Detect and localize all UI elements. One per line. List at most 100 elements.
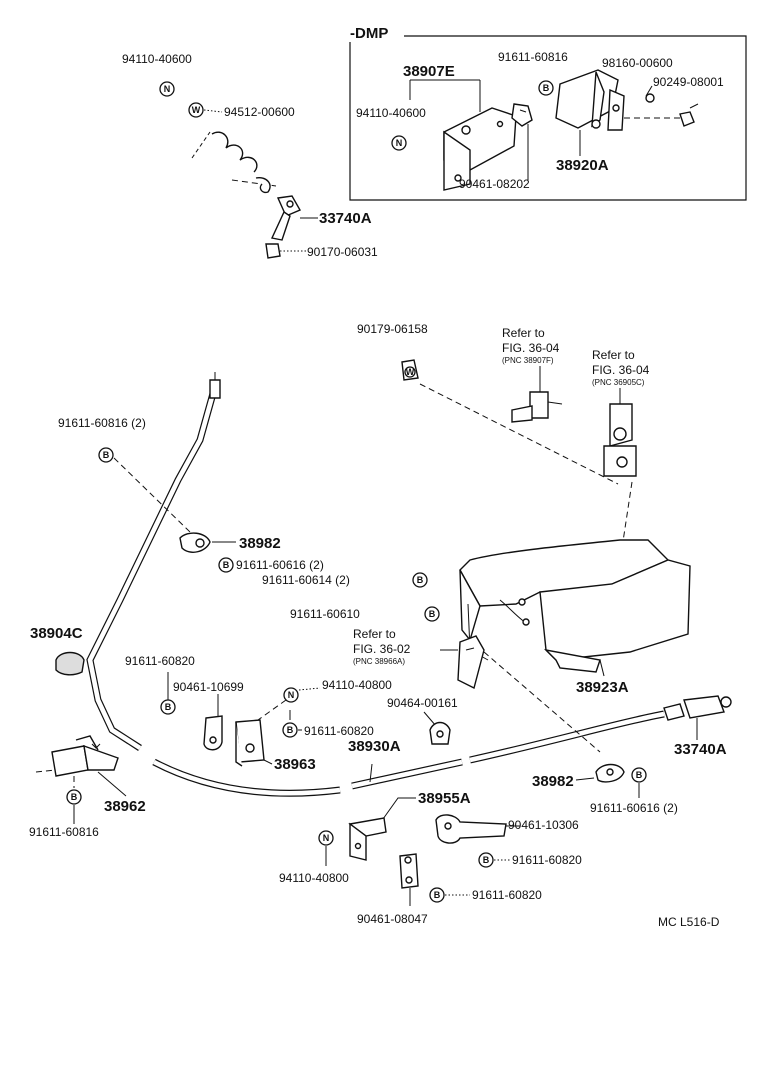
- dmp-leader-38907e: [409, 79, 481, 112]
- label-clip-08047: 90461-08047: [357, 912, 428, 926]
- ref2-line1: Refer to: [592, 348, 635, 362]
- dmp-label-bracket2: 38920A: [556, 157, 609, 174]
- badge-nut-bottom: N: [323, 833, 330, 843]
- nut-badge-icon: [283, 687, 299, 703]
- dmp-label-bolt-c: 90249-08001: [653, 75, 724, 89]
- clip-10306-icon: [435, 814, 507, 844]
- grommet-38904c-icon: [55, 651, 85, 676]
- label-bracket-38955: 38955A: [418, 790, 471, 807]
- label-nut-40800: 94110-40800: [322, 678, 392, 692]
- leader-40800: [298, 687, 321, 691]
- dash-cable-top: [113, 457, 191, 533]
- label-clip-10699: 90461-10699: [173, 680, 244, 694]
- ref2-pnc: (PNC 36905C): [592, 378, 645, 387]
- bolt-badge-icon: [160, 699, 176, 715]
- cable-upper-inner: [87, 389, 217, 750]
- dash-grommet: [419, 383, 619, 485]
- leader-38955: [377, 797, 416, 827]
- label-bolt-bottom-left: 91611-60816: [29, 825, 99, 839]
- tl-label-nut: 94110-40600: [122, 52, 192, 66]
- tl-label-washer: 94512-00600: [224, 105, 295, 119]
- dmp-box-border: [349, 35, 747, 201]
- dmp-label-nut: 98160-00600: [602, 56, 673, 70]
- badge-820-b2: B: [434, 890, 441, 900]
- tl-leader-washer: [203, 109, 223, 113]
- cover-38923a-icon: [459, 539, 691, 673]
- bracket-ref3-icon: [457, 635, 485, 690]
- bolt-badge-icon: [538, 80, 554, 96]
- ref3-pnc: (PNC 38966A): [353, 657, 405, 666]
- bolt-badge-icon: [282, 722, 298, 738]
- badge-right: B: [636, 770, 643, 780]
- label-bolt-610: 91611-60610: [290, 607, 360, 621]
- dmp-title-bg: [346, 28, 404, 42]
- bolt-badge-icon: [478, 852, 494, 868]
- cable-lower-right-inner: [469, 711, 665, 763]
- label-clamp-right: 38982: [532, 773, 574, 790]
- dmp-bracket-38907e: [443, 107, 517, 191]
- nut-badge-icon: [318, 830, 334, 846]
- top-left-assembly: 94110-40600 N W 94512-00600 33740A 90170…: [122, 52, 378, 259]
- badge-40800: N: [288, 690, 295, 700]
- label-bolt-614: 91611-60614 (2): [262, 573, 350, 587]
- badge-616: B: [223, 560, 230, 570]
- bolt-badge-icon: [412, 572, 428, 588]
- label-bolt-right: 91611-60616 (2): [590, 801, 678, 815]
- leader-38962: [97, 771, 127, 797]
- label-bolt-820-mid: 91611-60820: [304, 724, 374, 738]
- badge-610: B: [429, 609, 436, 619]
- ref3-line2: FIG. 36-02: [353, 642, 411, 656]
- dash-ref3: [483, 651, 601, 753]
- tl-badge-nut: N: [164, 84, 171, 94]
- badge-grommet: W: [406, 367, 415, 377]
- washer-badge-icon: [188, 102, 204, 118]
- dash-38962: [35, 769, 57, 773]
- label-clamp-00161: 90464-00161: [387, 696, 458, 710]
- badge-cable-top: B: [103, 450, 110, 460]
- ref2-line2: FIG. 36-04: [592, 363, 650, 377]
- tl-label-clip: 90170-06031: [307, 245, 378, 259]
- clamp-38982-right-icon: [595, 763, 625, 783]
- label-end-right: 33740A: [674, 741, 727, 758]
- end-33740a-right-icon: [663, 695, 732, 721]
- dmp-title: -DMP: [350, 25, 388, 42]
- clip-08047-icon: [399, 853, 419, 889]
- badge-bottom-left: B: [71, 792, 78, 802]
- grommet-90179-icon: [401, 359, 419, 381]
- tl-linkage-icon: [191, 131, 277, 194]
- label-grommet: 90179-06158: [357, 322, 428, 336]
- ref1-line1: Refer to: [502, 326, 545, 340]
- tl-badge-washer: W: [192, 105, 201, 115]
- leader-clamp-right: [575, 777, 595, 781]
- leader-cable: [369, 763, 373, 783]
- ref1-pnc: (PNC 38907F): [502, 356, 554, 365]
- bracket-ref1-icon: [511, 391, 563, 423]
- dmp-badge-bolt-b: B: [543, 83, 550, 93]
- dmp-leader-nut: [645, 85, 653, 97]
- bolt-badge-icon: [66, 789, 82, 805]
- label-bolt-820-b1: 91611-60820: [512, 853, 582, 867]
- bracket-38963-icon: [235, 719, 265, 767]
- bolt-badge-icon: [631, 767, 647, 783]
- label-bolt-cable-top: 91611-60816 (2): [58, 416, 146, 430]
- bracket-38955a-icon: [348, 817, 387, 861]
- footer-code: MC L516-D: [658, 915, 720, 929]
- leader-38963: [263, 759, 273, 765]
- label-clip-10306: 90461-10306: [508, 818, 579, 832]
- tl-end-33740a-icon: [270, 195, 301, 241]
- bolt-badge-icon: [218, 557, 234, 573]
- cable-lower-left-inner: [152, 759, 341, 796]
- cable-top-fitting-icon: [209, 379, 221, 399]
- label-cover: 38923A: [576, 679, 629, 696]
- dmp-clip-08202: [511, 103, 533, 127]
- label-bracket-38963: 38963: [274, 756, 316, 773]
- leader-cover: [599, 659, 605, 677]
- label-cable: 38930A: [348, 738, 401, 755]
- label-bolt-616: 91611-60616 (2): [236, 558, 324, 572]
- dash-40800: [257, 699, 287, 721]
- label-clamp-top: 38982: [239, 535, 281, 552]
- badge-820-b1: B: [483, 855, 490, 865]
- badge-820-mid: B: [287, 725, 294, 735]
- label-bolt-820-left: 91611-60820: [125, 654, 195, 668]
